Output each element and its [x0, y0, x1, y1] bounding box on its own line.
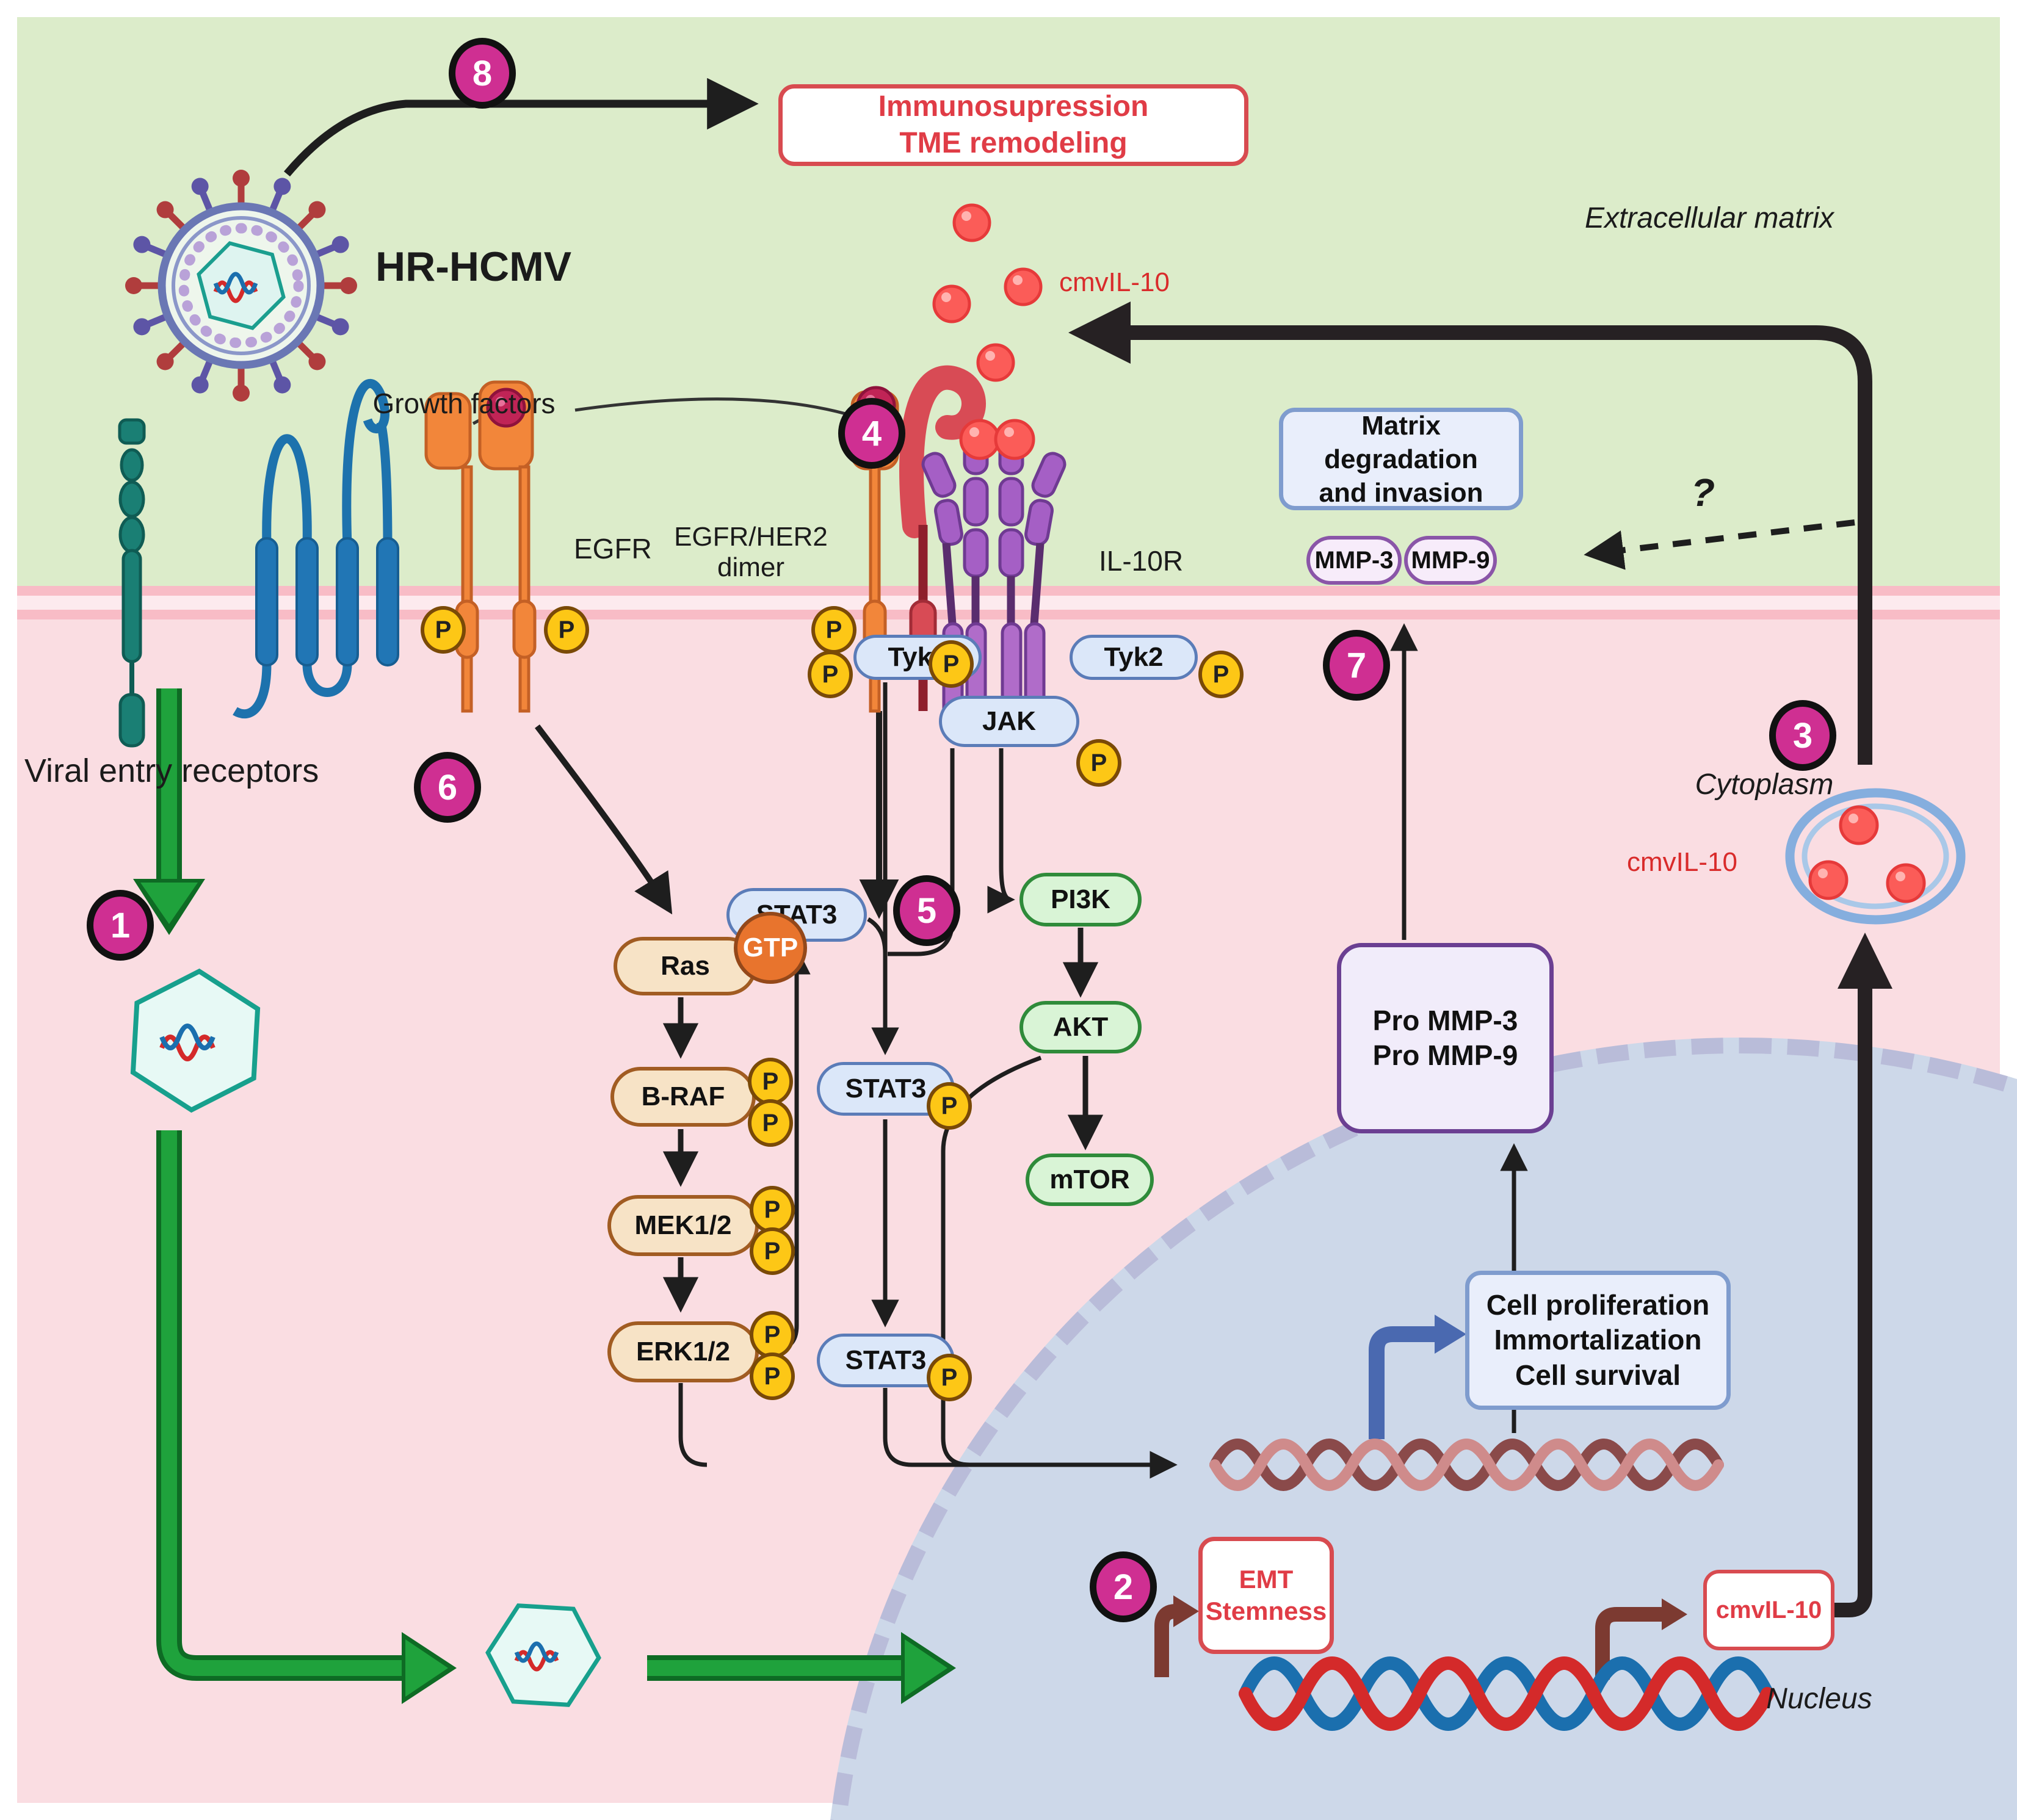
p-badge-stat3-2: P [927, 1082, 972, 1130]
il10r-label: IL-10R [1099, 545, 1184, 577]
mmp9-pill: MMP-9 [1404, 536, 1497, 585]
viral-gene-dna-helix [1239, 1656, 1774, 1731]
egfr-dimer-icon [424, 380, 537, 713]
cmvil10-dimer-on-receptor [959, 419, 1035, 460]
p-badge-mek-1: P [750, 1186, 795, 1233]
cytoplasm-label: Cytoplasm [1695, 768, 1834, 801]
mek-pill: MEK1/2 [607, 1195, 759, 1256]
secretory-vesicle-icon [1785, 788, 1966, 925]
cmvil10-cytoplasm-label: cmvIL-10 [1627, 847, 1737, 877]
p-badge-jak: P [1076, 739, 1121, 787]
p-badge-braf-1: P [748, 1058, 793, 1105]
her2-receptor [899, 365, 986, 711]
virion-spikes [125, 170, 357, 402]
cmvil10-gene-box: cmvIL-10 [1703, 1570, 1834, 1650]
extracellular-matrix-label: Extracellular matrix [1584, 202, 1834, 234]
virus-name-label: HR-HCMV [375, 244, 572, 290]
p-badge-braf-2: P [748, 1099, 793, 1147]
p-badge-egfr-left: P [421, 606, 466, 654]
host-dna-helix [1209, 1439, 1724, 1491]
virus-to-immuno-arrow [284, 78, 759, 177]
egfr-label: EGFR [574, 533, 652, 565]
p-badge-egfr-her2: P [811, 606, 856, 654]
braf-pill: B-RAF [610, 1067, 756, 1127]
cmvil10-secreted-dots [932, 203, 1043, 382]
growth-factors-label: Growth factors [372, 388, 556, 419]
erk-pill: ERK1/2 [607, 1321, 759, 1382]
tyk2-right-pill: Tyk2 [1070, 635, 1198, 680]
step-badge-1: 1 [87, 890, 154, 961]
nucleus-label: Nucleus [1766, 1683, 1872, 1715]
virion-dna-icon [213, 272, 258, 303]
virion-tegument-beads [178, 223, 304, 348]
pi3k-pill: PI3K [1019, 873, 1142, 926]
step-badge-5: 5 [893, 875, 960, 946]
cell-proliferation-box: Cell proliferation Immortalization Cell … [1465, 1271, 1731, 1410]
p-badge-egfr-right: P [544, 606, 589, 654]
viral-entry-receptors-label: Viral entry receptors [24, 753, 319, 789]
p-badge-her2: P [929, 640, 974, 688]
left-arrowhead [1068, 302, 1131, 364]
step-badge-6: 6 [414, 752, 481, 823]
question-mark-label: ? [1691, 471, 1715, 515]
step-badge-8: 8 [449, 38, 516, 109]
viral-capsid-icon-2 [485, 1603, 601, 1707]
mmp3-pill: MMP-3 [1306, 536, 1402, 585]
immunosuppression-box: Immunosupression TME remodeling [778, 84, 1248, 166]
matrix-degradation-box: Matrix degradation and invasion [1279, 408, 1523, 510]
viral-capsid-icon-1 [130, 968, 261, 1113]
up-arrowhead [1838, 933, 1892, 989]
viral-entry-receptor-gpcr [233, 378, 399, 719]
p-badge-tyk2-left: P [808, 651, 853, 698]
signalling-arrows [535, 623, 1528, 1479]
p-badge-tyk2-right: P [1198, 651, 1244, 698]
viral-entry-route [133, 688, 956, 1704]
step-badge-3: 3 [1769, 700, 1836, 771]
promoter-arrows [1154, 1315, 1687, 1680]
gtp-circle: GTP [734, 912, 807, 984]
pro-mmp-box: Pro MMP-3 Pro MMP-9 [1337, 943, 1554, 1133]
akt-pill: AKT [1019, 1001, 1142, 1053]
emt-stemness-box: EMT Stemness [1198, 1537, 1334, 1654]
p-badge-erk-1: P [750, 1311, 795, 1359]
mtor-pill: mTOR [1026, 1154, 1154, 1206]
viral-entry-receptor-teal [118, 418, 146, 748]
dashed-question-arrow [1584, 519, 1855, 570]
p-badge-stat3-3: P [927, 1354, 972, 1401]
p-badge-mek-2: P [750, 1227, 795, 1275]
step-badge-7: 7 [1323, 630, 1390, 701]
step-badge-4: 4 [838, 398, 905, 469]
p-badge-erk-2: P [750, 1352, 795, 1400]
step-badge-2: 2 [1090, 1551, 1157, 1622]
cmvil10-secretion-route [1068, 302, 1892, 1617]
hcmv-virion-icon [125, 170, 357, 402]
egfr-her2-label: EGFR/HER2 dimer [674, 522, 828, 582]
jak-pill: JAK [939, 696, 1079, 747]
cmvil10-extracellular-label: cmvIL-10 [1059, 267, 1170, 297]
